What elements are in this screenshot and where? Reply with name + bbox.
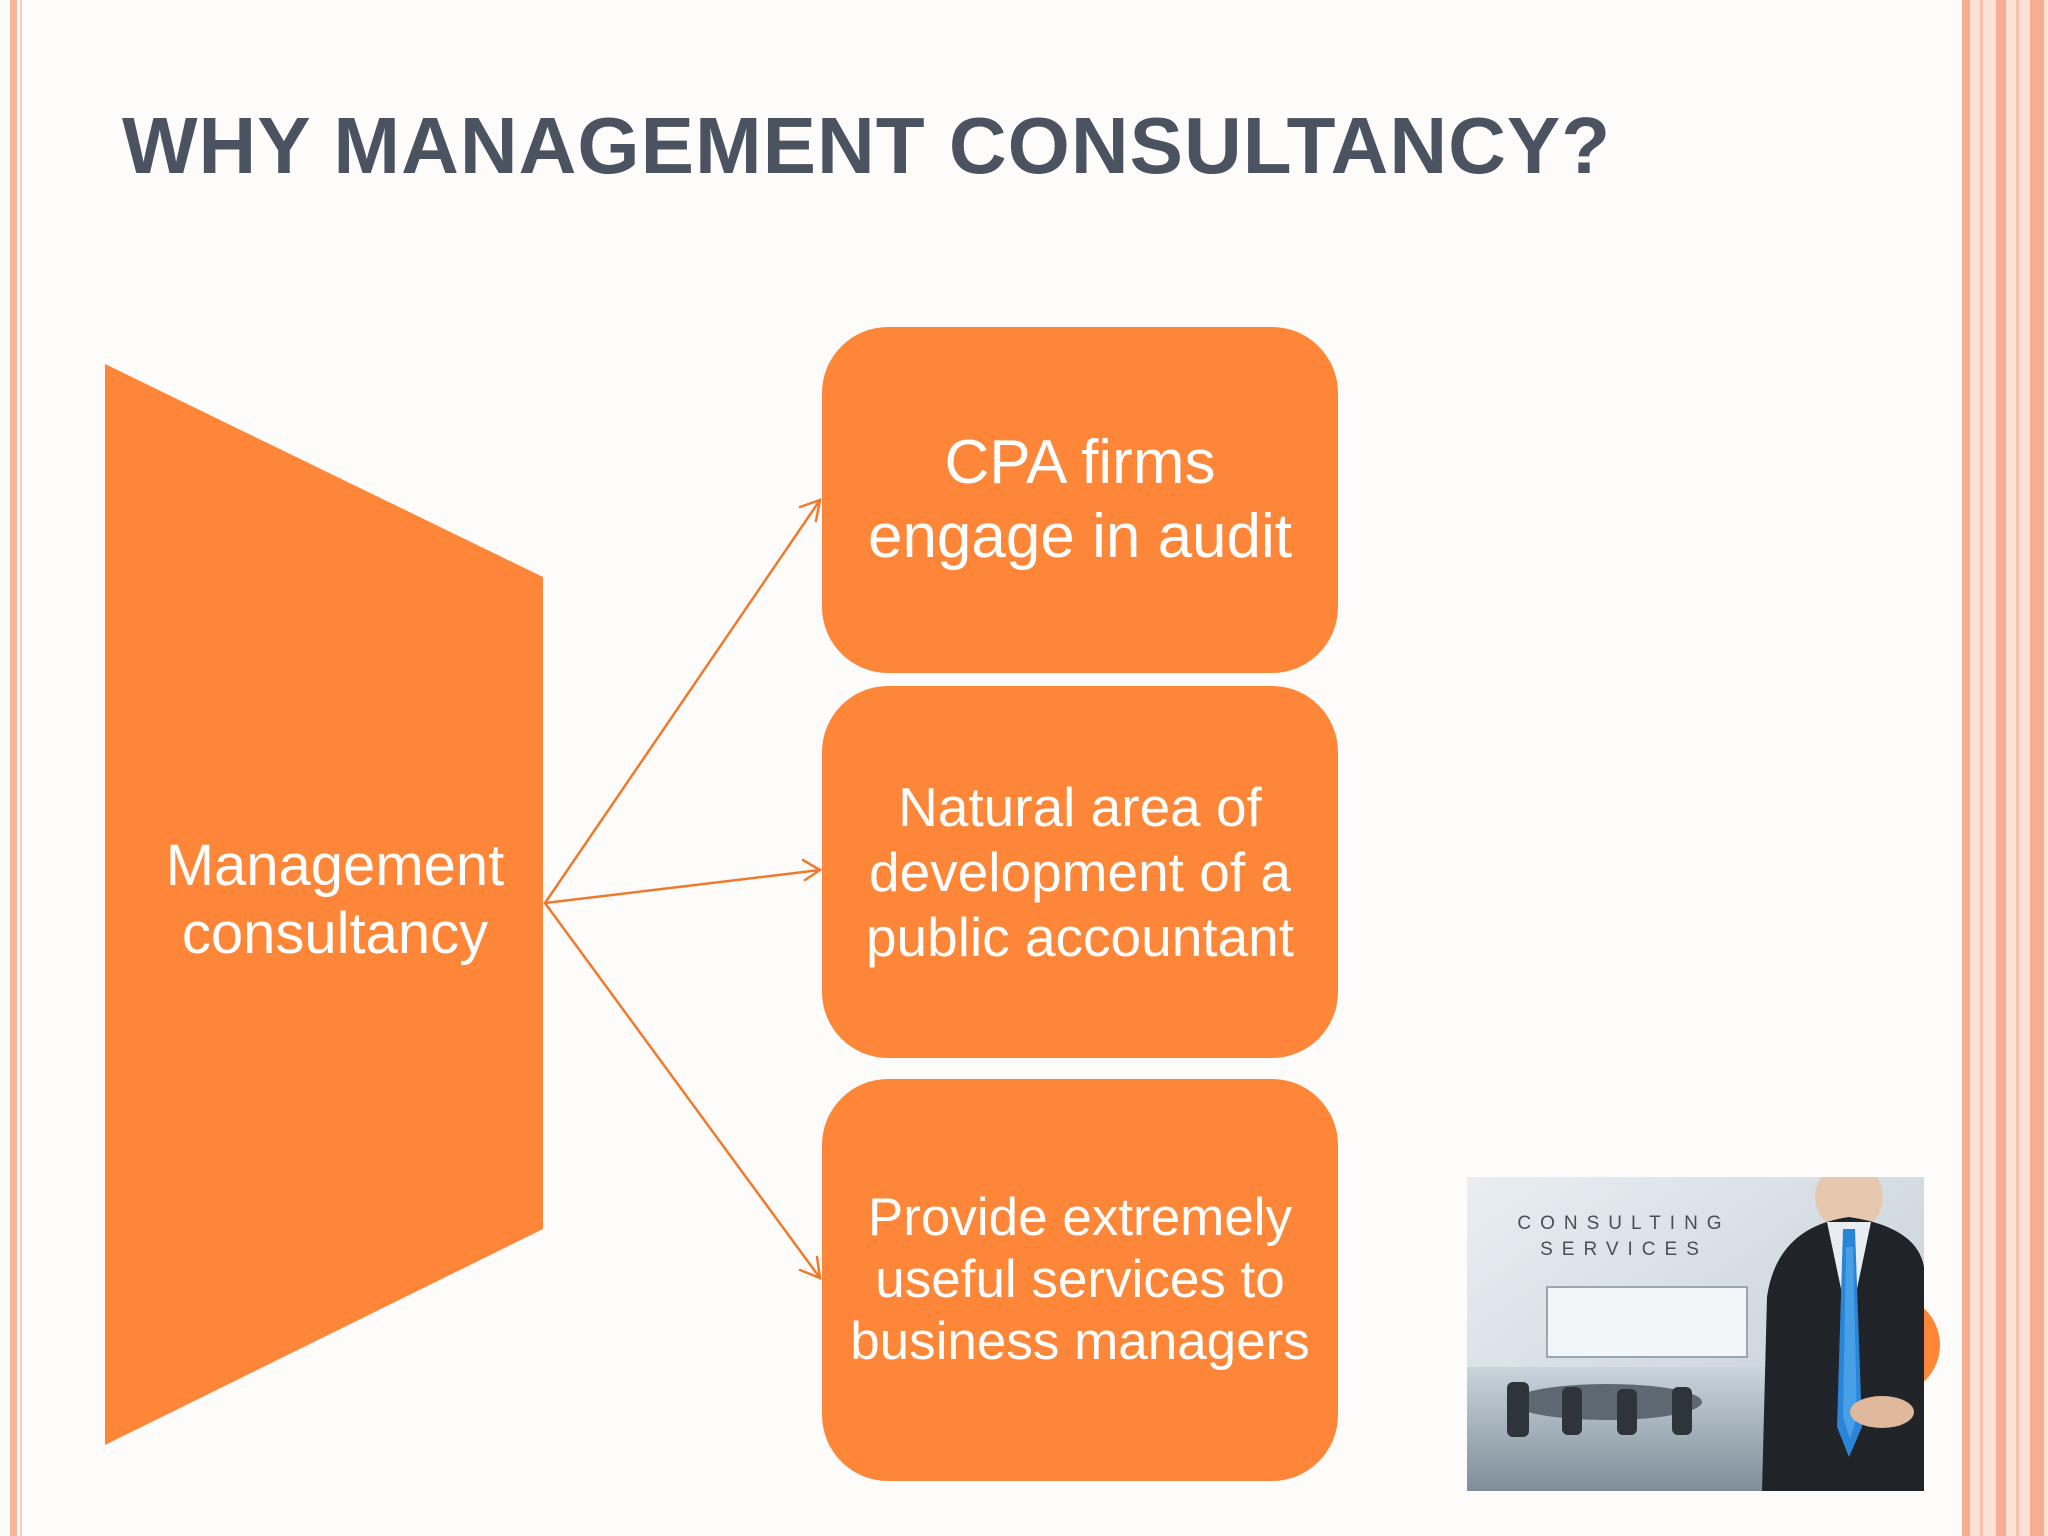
photo-caption: CONSULTING SERVICES [1517, 1213, 1731, 1260]
arrow-head-2 [801, 858, 823, 882]
source-funnel-shape [105, 364, 543, 1445]
right-border-stripe-5 [2030, 0, 2044, 1536]
target-label: Natural area of development of a public … [865, 775, 1295, 968]
right-border-stripe-2 [1980, 0, 1983, 1536]
target-box-cpa-audit: CPA firms engage in audit [822, 327, 1338, 673]
arrow-head-3 [798, 1255, 822, 1280]
right-border-stripe-4 [2016, 0, 2019, 1536]
source-label: Management consultancy [165, 833, 505, 966]
right-border-stripe-3 [1996, 0, 2006, 1536]
target-box-natural-area: Natural area of development of a public … [822, 686, 1338, 1058]
target-label: Provide extremely useful services to bus… [850, 1188, 1310, 1371]
left-border-stripe [10, 0, 17, 1536]
left-border-stripe-thin [20, 0, 22, 1536]
slide-title: WHY MANAGEMENT CONSULTANCY? [122, 101, 1612, 190]
photo-illustration [1467, 1177, 1924, 1491]
consulting-services-photo: CONSULTING SERVICES [1467, 1177, 1924, 1491]
target-label: CPA firms engage in audit [867, 428, 1293, 571]
arrow-to-target-3 [543, 901, 822, 1280]
arrow-to-target-1 [543, 498, 822, 905]
arrow-head-1 [798, 498, 822, 523]
arrow-to-target-2 [543, 868, 822, 905]
right-border-stripe-1 [1962, 0, 1970, 1536]
target-box-useful-services: Provide extremely useful services to bus… [822, 1079, 1338, 1481]
